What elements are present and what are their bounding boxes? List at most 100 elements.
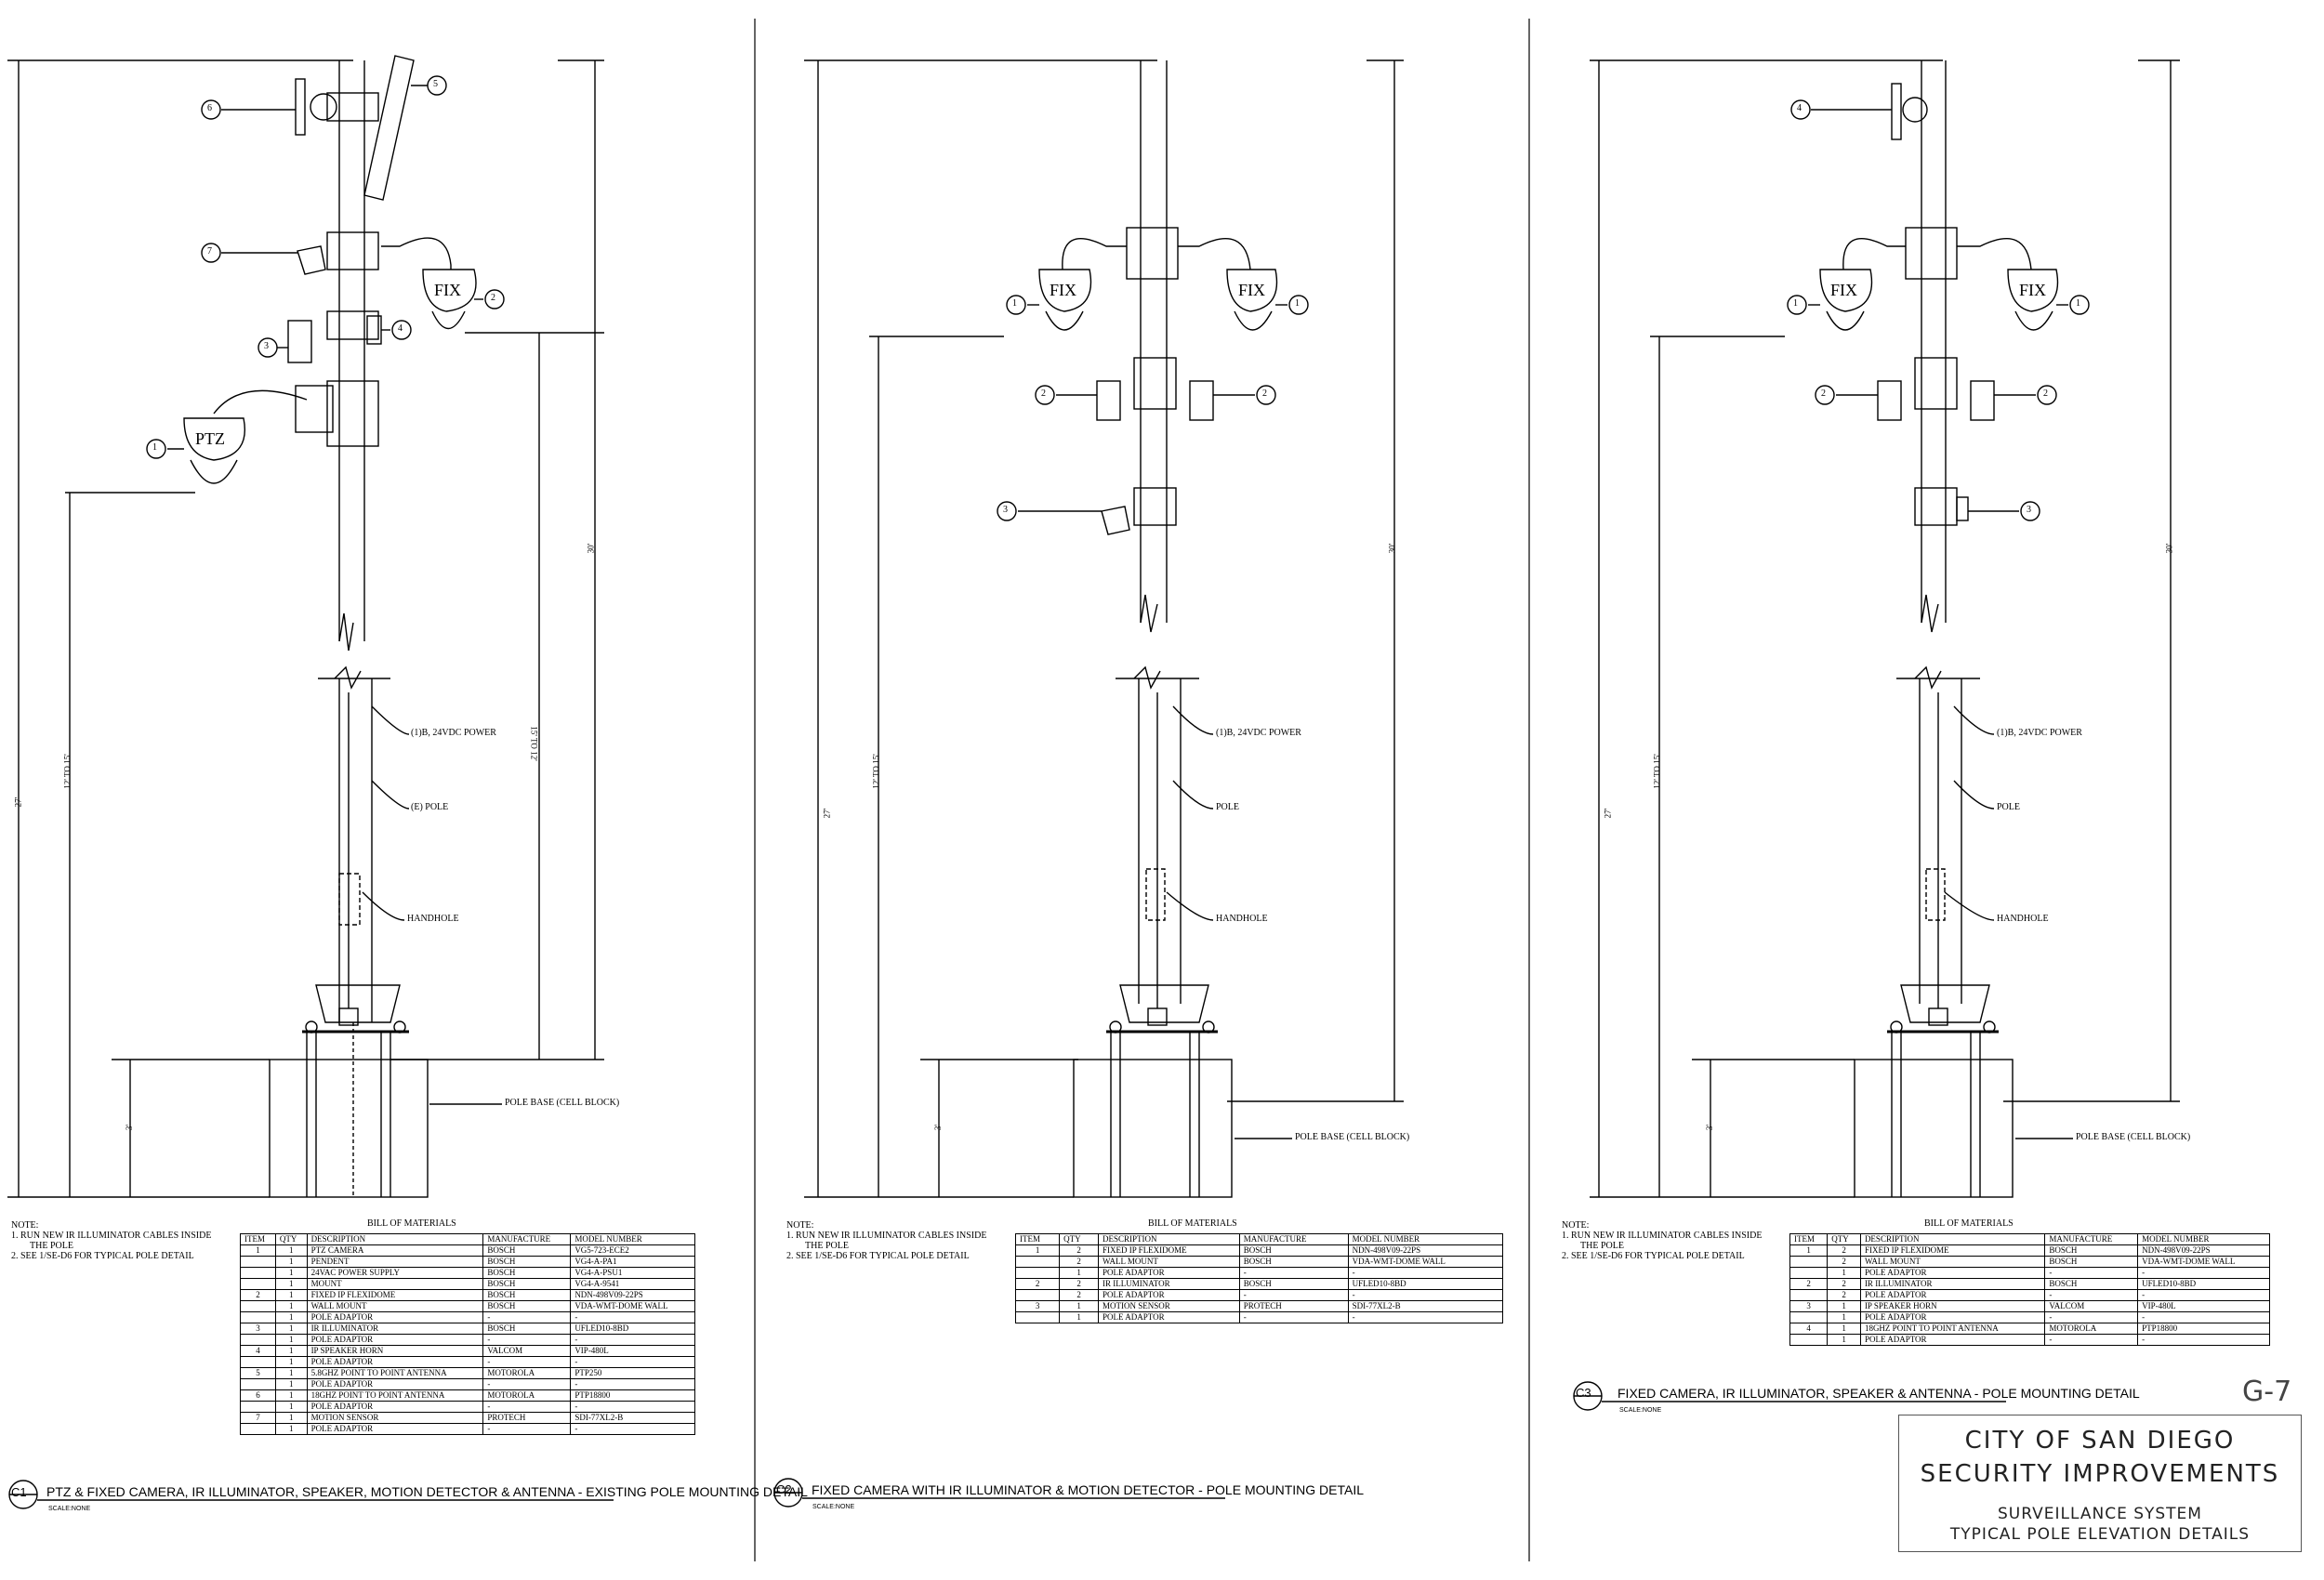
power-label: (1)B, 24VDC POWER [411,728,496,738]
bom-cell: MOTION SENSOR [306,1412,484,1424]
bom-cell: 2 [1014,1278,1061,1290]
dim-3: 3' [125,1124,135,1131]
bom-cell: NDN-498V09-22PS [2137,1244,2270,1257]
bom-cell: POLE ADAPTOR [1859,1311,2046,1323]
bom-cell: - [482,1401,572,1413]
dim-30: 30' [1387,543,1397,554]
scale-c1: SCALE:NONE [48,1506,91,1512]
bom-cell: 2 [1059,1256,1100,1268]
bom-cell: 1 [274,1323,308,1335]
dim-27: 27' [822,808,832,819]
pole-label: POLE [1216,802,1239,812]
bom-cell: MOTION SENSOR [1098,1300,1240,1312]
callout-7: 7 [207,246,212,257]
bom-cell [240,1378,276,1390]
bom-cell: FIXED IP FLEXIDOME [1098,1244,1240,1257]
bom-cell: - [2137,1289,2270,1301]
bom-cell: 1 [274,1278,308,1290]
callout-2: 2 [491,293,495,303]
bom-header-cell: MANUFACTURE [2044,1233,2139,1245]
bom-cell: 4 [1789,1323,1829,1335]
bom-cell: 1 [274,1289,308,1301]
bom-cell: 1 [274,1389,308,1402]
bom-cell: UFLED10-8BD [570,1323,695,1335]
bom-cell: BOSCH [482,1278,572,1290]
bom-cell [1014,1267,1061,1279]
bom-cell: FIXED IP FLEXIDOME [1859,1244,2046,1257]
bom-cell: VG4-A-PA1 [570,1256,695,1268]
callout-2: 2 [1821,388,1826,399]
bom-cell: VIP-480L [2137,1300,2270,1312]
bom-cell: NDN-498V09-22PS [570,1289,695,1301]
notes-c3: NOTE: 1. RUN NEW IR ILLUMINATOR CABLES I… [1562,1220,1763,1261]
bom-cell: - [482,1356,572,1368]
callout-2: 2 [1262,388,1267,399]
bom-cell: POLE ADAPTOR [1859,1289,2046,1301]
bom-cell: 1 [274,1412,308,1424]
bom-cell: 2 [1827,1289,1861,1301]
bom-cell: BOSCH [2044,1244,2139,1257]
bom-cell: PTZ CAMERA [306,1244,484,1257]
bom-title: BILL OF MATERIALS [1924,1218,2014,1229]
bom-cell: - [570,1401,695,1413]
system-name: SURVEILLANCE SYSTEM [1998,1505,2202,1523]
bom-cell: WALL MOUNT [1859,1256,2046,1268]
bom-cell: 1 [274,1367,308,1379]
detail-title-c1: PTZ & FIXED CAMERA, IR ILLUMINATOR, SPEA… [46,1484,808,1499]
bom-cell: UFLED10-8BD [1347,1278,1504,1290]
bom-cell: 2 [1827,1244,1861,1257]
bom-header-cell: MODEL NUMBER [2137,1233,2270,1245]
pole-c3 [1590,59,2180,1198]
dim-12-15: 12' TO 15' [871,754,881,789]
bom-cell [240,1267,276,1279]
bom-cell [1789,1256,1829,1268]
bom-cell: 3 [1789,1300,1829,1312]
bom-cell: 1 [1014,1244,1061,1257]
fix-label: FIX [1830,281,1858,299]
bom-cell: POLE ADAPTOR [1859,1334,2046,1346]
bom-header-cell: QTY [1827,1233,1861,1245]
bom-cell: 2 [240,1289,276,1301]
bom-cell: VDA-WMT-DOME WALL [1347,1256,1504,1268]
bom-header-cell: MANUFACTURE [1238,1233,1349,1245]
callout-4: 4 [398,323,403,334]
bom-cell: FIXED IP FLEXIDOME [306,1289,484,1301]
bom-cell: - [570,1334,695,1346]
notes-c1: NOTE: 1. RUN NEW IR ILLUMINATOR CABLES I… [11,1220,212,1261]
client-name: CITY OF SAN DIEGO [1964,1427,2236,1455]
bom-cell: 2 [1059,1244,1100,1257]
bom-cell: 1 [274,1267,308,1279]
bom-cell: 2 [1059,1289,1100,1301]
bom-cell: 1 [1827,1323,1861,1335]
pole-label: (E) POLE [411,802,449,812]
bom-cell: - [482,1311,572,1323]
bom-cell: - [1347,1311,1504,1323]
detail-tag-c2: C2 [776,1482,792,1496]
dim-30: 30' [586,543,596,554]
bom-cell: POLE ADAPTOR [1859,1267,2046,1279]
callout-6: 6 [207,103,212,113]
bom-cell: - [2044,1311,2139,1323]
bom-cell: - [2137,1334,2270,1346]
bom-cell: POLE ADAPTOR [1098,1311,1240,1323]
detail-tag-c3: C3 [1576,1386,1591,1400]
bom-cell: BOSCH [482,1267,572,1279]
bom-cell: 24VAC POWER SUPPLY [306,1267,484,1279]
callout-4: 4 [1797,103,1802,113]
handhole-label: HANDHOLE [1216,914,1268,924]
fix-label: FIX [1050,281,1077,299]
project-name: SECURITY IMPROVEMENTS [1920,1460,2280,1488]
